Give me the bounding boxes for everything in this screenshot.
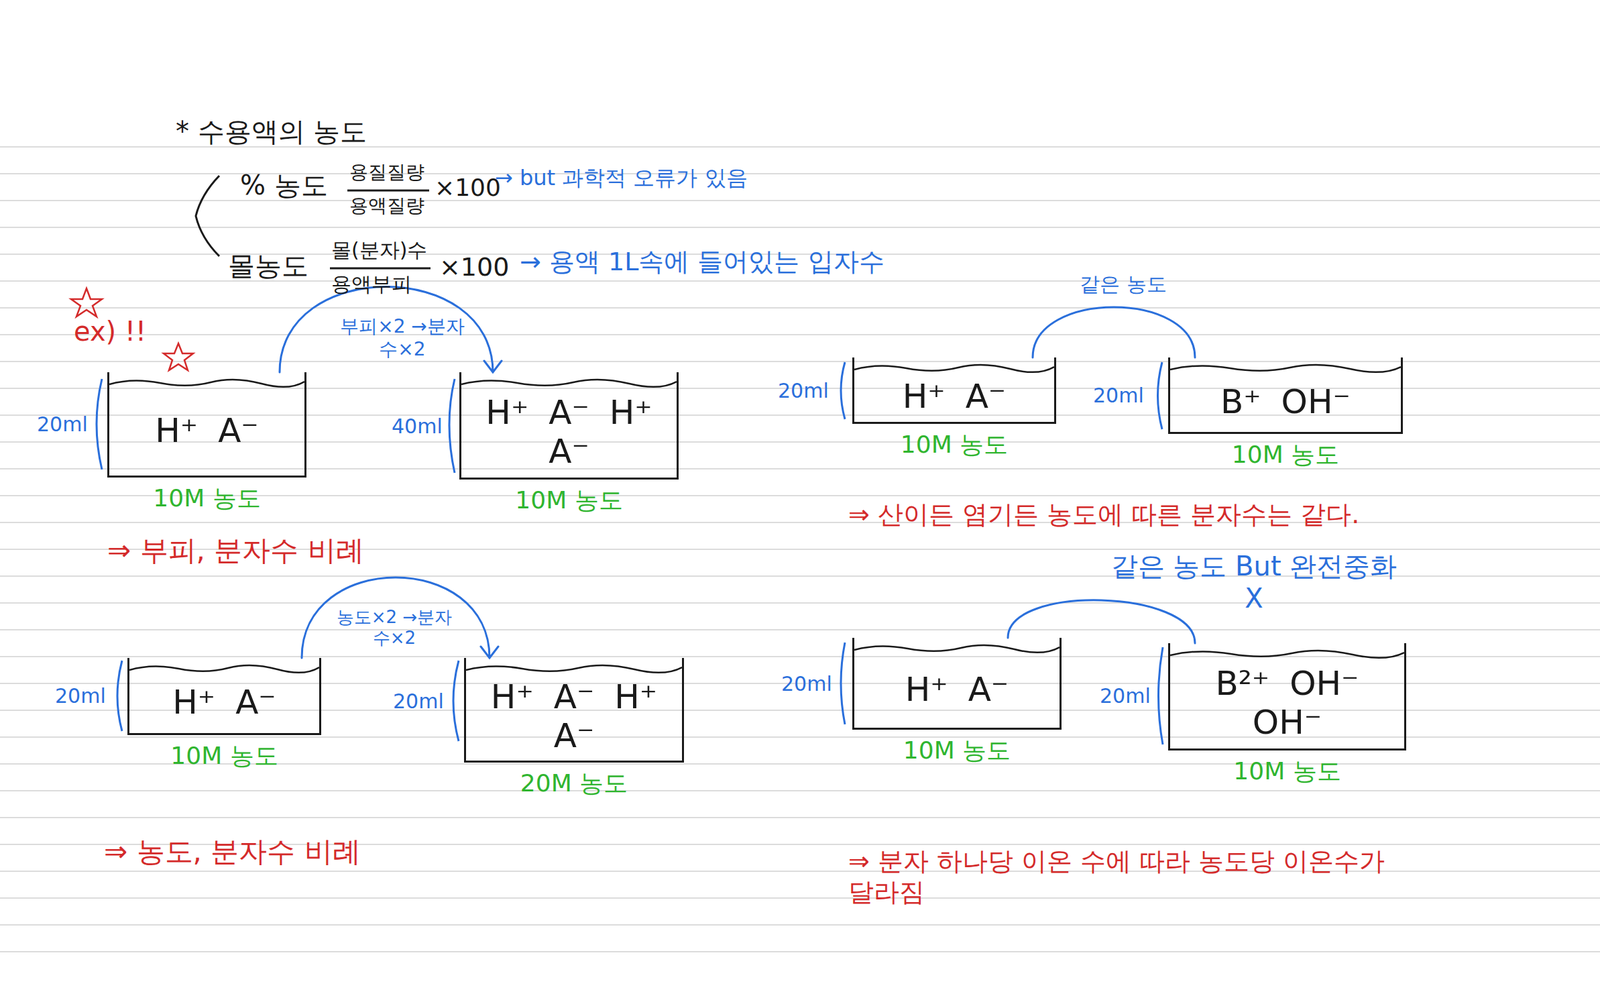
- liquid-surface: [466, 660, 682, 678]
- volume-bracket: [449, 378, 455, 473]
- formula-name: 몰농도: [227, 249, 309, 282]
- arrow-label: 같은 농도 But 완전중화 X: [1106, 549, 1402, 615]
- liquid-surface: [854, 360, 1055, 378]
- arrow-label: 같은 농도: [1066, 272, 1181, 297]
- ion-content: B²⁺ OH⁻ OH⁻: [1176, 664, 1398, 742]
- formula-factor: ×100: [434, 173, 501, 202]
- concentration-caption: 10M 농도: [1143, 438, 1428, 472]
- liquid-surface: [109, 374, 305, 393]
- concentration-caption: 10M 농도: [434, 484, 704, 518]
- beaker-vessel: B⁺ OH⁻10M 농도: [1168, 357, 1403, 434]
- example-mark: ex) !!: [73, 315, 147, 348]
- volume-label: 20ml: [1099, 683, 1151, 709]
- liquid-surface: [461, 374, 677, 393]
- volume-label: 20ml: [781, 671, 833, 697]
- curved-arrow: [301, 577, 499, 658]
- beaker-vessel: H⁺ A⁻10M 농도: [852, 357, 1057, 424]
- ion-content: H⁺ A⁻ H⁺ A⁻: [472, 677, 676, 756]
- volume-label: 20ml: [54, 683, 106, 709]
- formula-factor: ×100: [439, 252, 509, 283]
- volume-label: 20ml: [1093, 383, 1145, 408]
- concentration-caption: 20M 농도: [439, 767, 709, 800]
- arrow-label: 농도×2 →분자수×2: [333, 606, 455, 649]
- fraction-numerator: 몰(분자)수: [331, 238, 428, 263]
- fraction-numerator: 용질질량: [349, 160, 425, 184]
- ion-content: H⁺ A⁻ H⁺ A⁻: [468, 393, 670, 471]
- curly-bracket: [195, 175, 220, 257]
- volume-bracket: [1158, 647, 1164, 745]
- arrow-label: 부피×2 →분자수×2: [338, 315, 467, 361]
- beaker-vessel: H⁺ A⁻ H⁺ A⁻10M 농도: [459, 372, 679, 480]
- conclusion-note: ⇒ 부피, 분자수 비례: [107, 533, 365, 568]
- concentration-caption: 10M 농도: [1143, 755, 1432, 788]
- beaker-vessel: H⁺ A⁻10M 농도: [852, 637, 1062, 730]
- conclusion-note: ⇒ 분자 하나당 이온 수에 따라 농도당 이온수가 달라짐: [848, 846, 1399, 908]
- fraction-bar: [329, 267, 431, 270]
- page-title: * 수용액의 농도: [175, 115, 367, 148]
- ion-content: H⁺ A⁻: [172, 683, 276, 723]
- concentration-caption: 10M 농도: [827, 428, 1081, 462]
- conclusion-note: ⇒ 산이든 염기든 농도에 따른 분자수는 같다.: [848, 499, 1360, 531]
- fraction-denominator: 용액질량: [349, 194, 425, 218]
- liquid-surface: [1170, 360, 1401, 378]
- beaker-vessel: B²⁺ OH⁻ OH⁻10M 농도: [1168, 643, 1407, 751]
- beaker-vessel: H⁺ A⁻10M 농도: [127, 657, 322, 735]
- volume-bracket: [840, 362, 845, 420]
- fraction-denominator: 용액부피: [331, 272, 412, 297]
- liquid-surface: [854, 640, 1060, 658]
- formula-name: % 농도: [240, 168, 328, 202]
- curved-arrow: [1007, 600, 1195, 644]
- concentration-caption: 10M 농도: [827, 734, 1087, 768]
- side-note: → 용액 1L속에 들어있는 입자수: [519, 246, 885, 278]
- volume-label: 40ml: [391, 414, 443, 439]
- ion-content: H⁺ A⁻: [902, 377, 1006, 417]
- liquid-surface: [129, 660, 320, 678]
- volume-label: 20ml: [392, 689, 444, 714]
- conclusion-note: ⇒ 농도, 분자수 비례: [103, 834, 361, 869]
- liquid-surface: [1170, 645, 1405, 664]
- concentration-caption: 10M 농도: [82, 482, 332, 516]
- curved-arrow: [279, 287, 502, 373]
- side-note: → but 과학적 오류가 있음: [494, 164, 748, 191]
- ion-content: H⁺ A⁻: [154, 411, 259, 451]
- volume-label: 20ml: [777, 378, 829, 404]
- beaker-vessel: H⁺ A⁻10M 농도: [107, 372, 307, 478]
- volume-bracket: [840, 642, 845, 725]
- star-mark: [71, 288, 102, 317]
- ion-content: H⁺ A⁻: [905, 670, 1009, 710]
- concentration-caption: 10M 농도: [102, 739, 347, 773]
- volume-bracket: [117, 660, 123, 731]
- fraction-bar: [347, 189, 430, 192]
- curved-arrow: [1032, 307, 1195, 358]
- volume-bracket: [96, 378, 102, 470]
- ion-content: B⁺ OH⁻: [1220, 382, 1351, 422]
- beaker-vessel: H⁺ A⁻ H⁺ A⁻20M 농도: [464, 657, 684, 763]
- volume-bracket: [1158, 362, 1163, 430]
- star-mark: [163, 343, 194, 371]
- volume-label: 20ml: [36, 412, 88, 437]
- volume-bracket: [453, 660, 459, 741]
